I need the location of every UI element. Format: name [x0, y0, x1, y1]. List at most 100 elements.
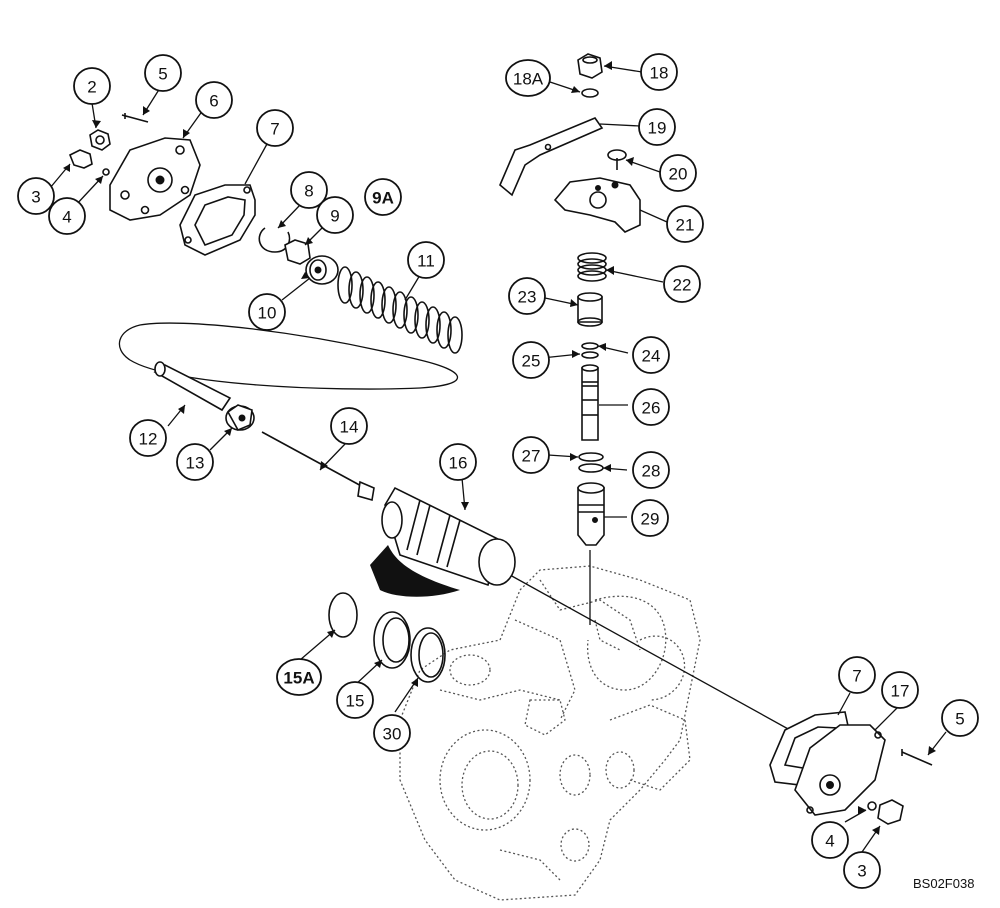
- callout-c3b: 3: [843, 851, 881, 889]
- callout-circle: [195, 81, 233, 119]
- callout-label: 24: [642, 347, 661, 366]
- lever-19: [499, 117, 604, 197]
- callout-circle: [336, 681, 374, 719]
- callout-circle: [73, 67, 111, 105]
- callout-c5a: 5: [144, 54, 182, 92]
- callout-c16: 16: [439, 443, 477, 481]
- callout-circle: [838, 656, 876, 694]
- callout-c9: 9: [316, 196, 354, 234]
- callout-label: 9: [330, 207, 339, 226]
- callout-c15: 15: [336, 681, 374, 719]
- callout-label: 26: [642, 399, 661, 418]
- callout-label: 29: [641, 510, 660, 529]
- plug-upper: [68, 149, 93, 169]
- seal-30: [410, 627, 446, 683]
- callout-label: 19: [648, 119, 667, 138]
- screw-20: [607, 149, 627, 170]
- spool-26: [581, 364, 599, 441]
- callout-label: 21: [676, 216, 695, 235]
- callout-c13: 13: [176, 443, 214, 481]
- callout-label: 9A: [372, 189, 394, 208]
- pump-housing: [399, 565, 701, 901]
- callout-label: 7: [270, 120, 279, 139]
- piston-16: [381, 486, 516, 587]
- callout-c24: 24: [632, 336, 670, 374]
- callout-circle: [439, 443, 477, 481]
- callout-label: 6: [209, 92, 218, 111]
- callout-c6: 6: [195, 81, 233, 119]
- callout-c11: 11: [407, 241, 445, 279]
- seal-15a: [328, 592, 358, 638]
- callout-label: 4: [825, 832, 834, 851]
- callout-circle: [659, 154, 697, 192]
- callout-circle: [48, 197, 86, 235]
- callout-circle: [290, 171, 328, 209]
- callout-c26: 26: [632, 388, 670, 426]
- drawing-code: BS02F038: [913, 876, 974, 891]
- callout-c18: 18: [640, 53, 678, 91]
- callout-c14: 14: [330, 407, 368, 445]
- callout-circle: [330, 407, 368, 445]
- callout-c25: 25: [512, 341, 550, 379]
- spring-22: [577, 252, 607, 282]
- direction-arrow: [370, 545, 460, 597]
- callout-c27: 27: [512, 436, 550, 474]
- callout-circle: [276, 658, 322, 696]
- spring-seat-10: [305, 255, 339, 285]
- callout-circle: [505, 59, 551, 97]
- washer-upper: [102, 168, 110, 176]
- callout-circle: [17, 177, 55, 215]
- ring-25: [581, 351, 599, 359]
- callout-c17: 17: [881, 671, 919, 709]
- callout-label: 18A: [513, 70, 544, 89]
- callout-label: 23: [518, 288, 537, 307]
- callout-c5b: 5: [941, 699, 979, 737]
- pin-12: [153, 361, 232, 412]
- callout-circle: [373, 714, 411, 752]
- callout-circle: [508, 277, 546, 315]
- callout-c28: 28: [632, 451, 670, 489]
- callout-circle: [512, 341, 550, 379]
- callout-label: 18: [650, 64, 669, 83]
- cover-plate-lower: [794, 724, 886, 816]
- callout-label: 28: [642, 462, 661, 481]
- callout-circle: [638, 108, 676, 146]
- callout-label: 22: [673, 276, 692, 295]
- callout-label: 3: [857, 862, 866, 881]
- callout-c21: 21: [666, 205, 704, 243]
- callout-label: 16: [449, 454, 468, 473]
- gasket-upper: [179, 184, 256, 256]
- callout-label: 30: [383, 725, 402, 744]
- callout-circle: [256, 109, 294, 147]
- callout-label: 15: [346, 692, 365, 711]
- callout-c10: 10: [248, 293, 286, 331]
- washer-lower: [867, 801, 877, 811]
- callout-c20: 20: [659, 154, 697, 192]
- callout-c7b: 7: [838, 656, 876, 694]
- callout-circle: [811, 821, 849, 859]
- callout-label: 5: [955, 710, 964, 729]
- ring-28: [578, 463, 604, 473]
- callout-circle: [144, 54, 182, 92]
- callout-c29: 29: [631, 499, 669, 537]
- callout-label: 12: [139, 430, 158, 449]
- nut-9: [284, 239, 311, 265]
- screw-upper: [121, 113, 149, 123]
- callout-c15a: 15A: [276, 658, 322, 696]
- ring-27: [578, 452, 604, 462]
- callout-label: 3: [31, 188, 40, 207]
- callout-label: 8: [304, 182, 313, 201]
- callout-circle: [631, 499, 669, 537]
- callout-circle: [941, 699, 979, 737]
- callout-c19: 19: [638, 108, 676, 146]
- callout-label: 4: [62, 208, 71, 227]
- leader-arrowheads: [63, 61, 936, 835]
- callout-label: 2: [87, 78, 96, 97]
- bolt-14: [261, 431, 375, 502]
- callout-c8: 8: [290, 171, 328, 209]
- callout-label: 7: [852, 667, 861, 686]
- callout-c3a: 3: [17, 177, 55, 215]
